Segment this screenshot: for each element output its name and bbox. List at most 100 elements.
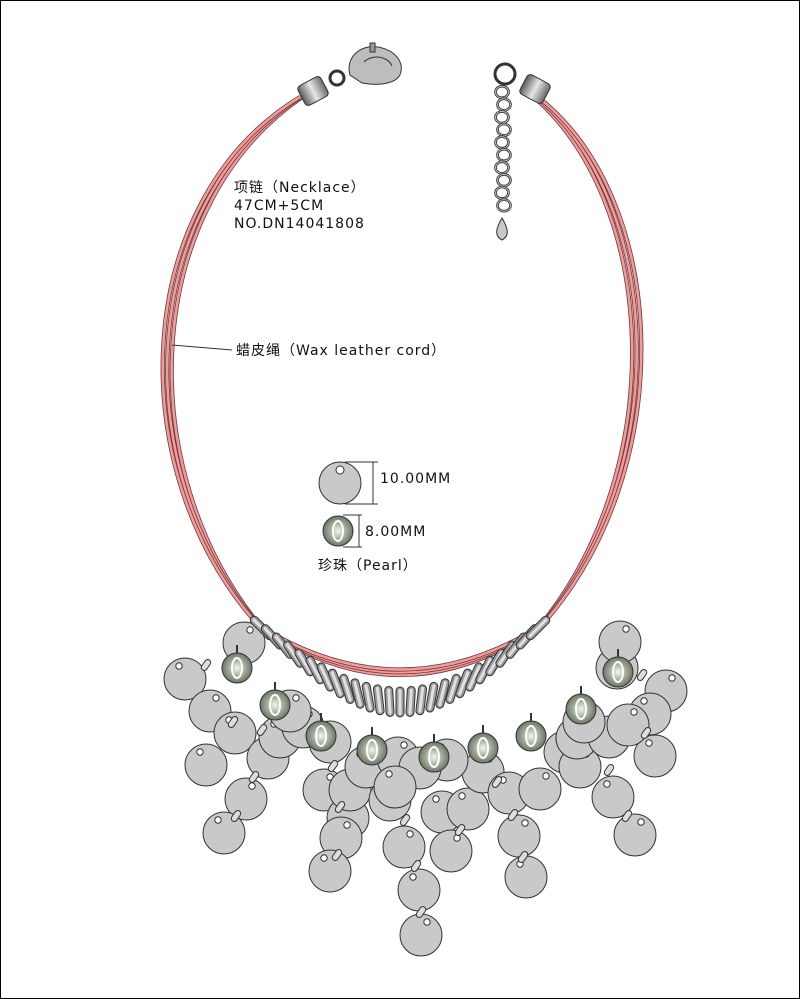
chain-link-highlight (495, 161, 509, 174)
pearl-highlight (575, 698, 587, 720)
disc-hole (637, 818, 645, 826)
disc-charm (184, 743, 228, 787)
spacer-ring-shine (448, 676, 458, 702)
jump-ring (248, 771, 260, 783)
disc-hole (521, 819, 529, 827)
jump-ring (230, 810, 242, 822)
product-number: NO.DN14041808 (234, 216, 365, 232)
jump-ring (256, 724, 268, 736)
spacer-ring-shine (438, 680, 447, 707)
spacer-ring-shine (375, 686, 382, 713)
disc-charm (497, 814, 541, 858)
spacer-ring (339, 673, 355, 704)
disc-hole (212, 694, 220, 702)
jump-ring (200, 659, 212, 671)
disc-hole (645, 739, 653, 747)
spacer-ring-shine (353, 680, 362, 707)
chain-link-highlight (497, 148, 511, 162)
disc-charm (429, 829, 473, 873)
spacer-ring-shine (387, 688, 392, 715)
disc-hole (640, 697, 648, 705)
pearl-highlight (231, 657, 243, 679)
spacer-ring-shine (428, 684, 436, 711)
pearl-legend (322, 514, 362, 548)
jump-ring (334, 801, 346, 813)
disc-hole (400, 741, 408, 749)
spacer-rings (249, 615, 551, 718)
pearl-highlight (477, 737, 489, 759)
chain-link-highlight (495, 85, 509, 99)
disc-charm (373, 765, 417, 809)
spacer-ring-shine (398, 689, 402, 715)
disc-charm (504, 855, 548, 899)
disc-charm (606, 703, 650, 747)
disc-hole (385, 770, 393, 778)
pearl-highlight (315, 725, 327, 747)
disc-charm (633, 734, 677, 778)
disc-hole (248, 782, 256, 790)
pearl-highlight (428, 746, 440, 768)
spacer-ring-shine (468, 665, 481, 690)
pearl-size-label: 8.00MM (365, 524, 426, 540)
product-size: 47CM+5CM (234, 198, 324, 214)
spacer-ring (350, 678, 365, 709)
jump-ring (454, 824, 466, 836)
spacer-ring (425, 681, 439, 713)
chain-link-highlight (495, 186, 509, 200)
jump-ring (491, 776, 503, 788)
spacer-ring-shine (308, 658, 322, 682)
extension-chain (493, 62, 551, 241)
disc-hole (196, 748, 204, 756)
cord-strand (165, 93, 638, 674)
spacer-ring (361, 681, 375, 713)
chain-link-highlight (497, 123, 511, 137)
jump-ring (227, 716, 239, 728)
cord-strand (170, 90, 634, 677)
disc-charm (591, 775, 635, 819)
spacer-ring (475, 655, 495, 685)
spacer-ring-shine (330, 671, 342, 696)
disc-legend (318, 461, 378, 505)
pearl-highlight (269, 694, 281, 716)
spacer-ring (415, 684, 428, 716)
spacer-ring-shine (297, 651, 312, 674)
disc-hole (246, 626, 254, 634)
disc-hole (432, 795, 440, 803)
disc-hole (423, 918, 431, 926)
disc-hole (668, 674, 676, 682)
jump-ring (410, 860, 422, 872)
spacer-ring-shine (342, 676, 352, 702)
jump-ring (640, 727, 652, 739)
chain-link-highlight (495, 110, 509, 124)
chain-link-highlight (495, 136, 509, 149)
spacer-ring-shine (458, 671, 470, 696)
spacer-ring-shine (408, 688, 413, 715)
disc-charm (224, 777, 268, 821)
jump-ring (507, 809, 519, 821)
cord-strand (161, 95, 643, 671)
disc-hole (292, 694, 300, 702)
chain-link-highlight (497, 173, 511, 187)
spacer-ring-shine (478, 658, 492, 682)
spacer-ring (384, 685, 395, 717)
disc-hole (630, 708, 638, 716)
chain-link-highlight (497, 199, 511, 212)
lobster-clasp (297, 42, 402, 106)
cord-leader-line (171, 344, 233, 351)
disc-charm (213, 711, 257, 755)
spacer-ring (525, 615, 551, 641)
jump-ring (621, 810, 633, 822)
pearl-highlight (366, 739, 378, 761)
disc-charm (202, 811, 246, 855)
pearl-highlight (612, 661, 624, 683)
disc-hole (542, 772, 550, 780)
spacer-ring-shine (364, 684, 372, 711)
disc-size-label: 10.00MM (380, 471, 451, 487)
spacer-ring (395, 686, 405, 718)
disc-charm (163, 657, 207, 701)
disc-hole (603, 780, 611, 788)
jump-ring (331, 849, 343, 861)
pearl-highlight (525, 725, 537, 747)
spacer-ring (405, 685, 416, 717)
pearls (221, 645, 634, 773)
